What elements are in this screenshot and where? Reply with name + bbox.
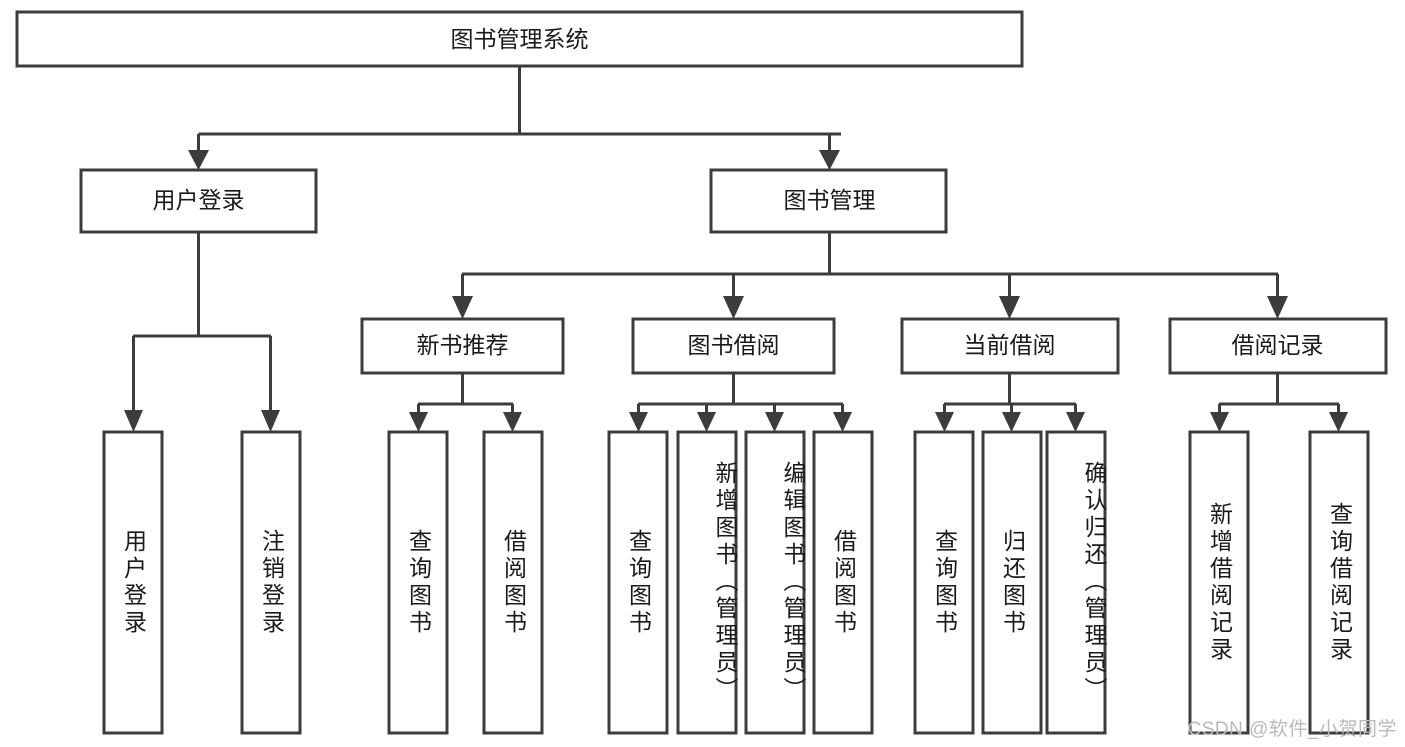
arrow-head-leaf-edit-book <box>765 412 784 432</box>
node-leaf-edit-book-rect[interactable] <box>744 430 806 735</box>
connector-group-book-manage <box>452 232 1288 319</box>
node-leaf-user-login-rect[interactable] <box>102 430 164 735</box>
arrow-head-leaf-return-book <box>1002 412 1021 432</box>
arrow-head-book-manage <box>819 150 840 170</box>
node-new-book-recommend[interactable]: 新书推荐 <box>360 317 565 375</box>
node-leaf-borrow-book-1-rect[interactable] <box>482 430 544 735</box>
node-borrow-record-rect <box>1168 317 1388 375</box>
arrow-head-leaf-user-logout <box>261 410 280 432</box>
node-user-login[interactable]: 用户登录 <box>79 168 318 234</box>
arrow-head-leaf-query-book-2 <box>629 412 648 432</box>
arrow-head-leaf-user-login <box>124 410 143 432</box>
connector-group-borrow-record <box>1210 373 1348 432</box>
node-book-manage[interactable]: 图书管理 <box>709 168 948 234</box>
node-book-borrow[interactable]: 图书借阅 <box>631 317 836 375</box>
connector-group-root <box>188 66 841 170</box>
node-leaf-add-book-rect[interactable] <box>676 430 738 735</box>
node-leaf-user-logout-rect[interactable] <box>240 430 302 735</box>
node-book-manage-label: 图书管理 <box>784 187 876 213</box>
node-user-login-rect <box>79 168 318 234</box>
node-leaf-borrow-book-2-rect[interactable] <box>812 430 874 735</box>
arrow-head-leaf-borrow-book-2 <box>833 412 852 432</box>
node-root-rect <box>15 10 1024 68</box>
arrow-head-leaf-query-book-1 <box>409 412 428 432</box>
node-leaf-query-book-2-rect[interactable] <box>607 430 669 735</box>
node-leaf-confirm-return-rect[interactable] <box>1045 430 1107 735</box>
arrow-head-user-login <box>188 150 209 170</box>
node-new-book-recommend-label: 新书推荐 <box>417 332 509 358</box>
node-leaf-query-record-rect[interactable] <box>1308 430 1370 735</box>
node-new-book-recommend-rect <box>360 317 565 375</box>
arrow-head-book-borrow <box>723 296 744 319</box>
arrow-head-current-borrow <box>999 296 1020 319</box>
connector-group-new-book-recommend <box>409 373 522 432</box>
arrow-head-leaf-borrow-book-1 <box>503 412 522 432</box>
node-root-label: 图书管理系统 <box>451 26 589 52</box>
node-book-borrow-rect <box>631 317 836 375</box>
connector-group-user-login <box>124 232 280 432</box>
csdn-watermark: CSDN @软件_小贺同学 <box>1187 719 1397 740</box>
node-book-borrow-label: 图书借阅 <box>688 332 780 358</box>
node-root[interactable]: 图书管理系统 <box>15 10 1024 68</box>
node-current-borrow[interactable]: 当前借阅 <box>900 317 1120 375</box>
node-borrow-record[interactable]: 借阅记录 <box>1168 317 1388 375</box>
node-current-borrow-rect <box>900 317 1120 375</box>
node-user-login-label: 用户登录 <box>153 187 245 213</box>
arrow-head-leaf-confirm-return <box>1066 412 1085 432</box>
node-borrow-record-label: 借阅记录 <box>1232 332 1324 358</box>
connector-group-current-borrow <box>935 373 1085 432</box>
node-leaf-query-book-1-rect[interactable] <box>387 430 449 735</box>
connector-group-book-borrow <box>629 373 852 432</box>
arrow-head-leaf-add-book <box>697 412 716 432</box>
arrow-head-new-book-recommend <box>452 296 473 319</box>
node-leaf-return-book-rect[interactable] <box>981 430 1043 735</box>
arrow-head-borrow-record <box>1267 296 1288 319</box>
arrow-head-leaf-query-record <box>1329 412 1348 432</box>
node-leaf-add-record-rect[interactable] <box>1188 430 1250 735</box>
node-book-manage-rect <box>709 168 948 234</box>
node-leaf-query-book-3-rect[interactable] <box>913 430 975 735</box>
leaf-rect-group <box>102 430 1370 735</box>
node-current-borrow-label: 当前借阅 <box>964 332 1056 358</box>
arrow-head-leaf-query-book-3 <box>935 412 954 432</box>
arrow-head-leaf-add-record <box>1210 412 1229 432</box>
